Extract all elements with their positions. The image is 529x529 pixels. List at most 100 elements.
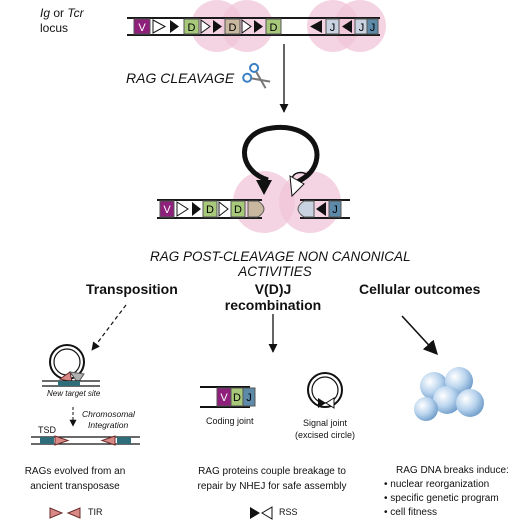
scissors-icon [242,62,271,89]
cellular-caption: RAG DNA breaks induce: • nuclear reorgan… [384,464,509,520]
section-title-line-2: ACTIVITIES [238,264,312,279]
rag-cleavage-label: RAG CLEAVAGE [126,70,235,86]
transposition-caption: RAGs evolved from an ancient transposase [10,464,140,494]
vdj-caption-line-2: repair by NHEJ for safe assembly [197,481,347,492]
j-segment [328,200,342,218]
d-segment-label: D [234,204,242,216]
d-segment-label: D [233,392,241,404]
vdj-heading-line-2: recombination [224,297,322,313]
transposition-caption-line-1: RAGs evolved from an [24,466,126,477]
d-segment-label: D [188,22,196,34]
chromosomal-integration-label: Chromosomal Integration [82,409,135,431]
rss-triangle-icon [218,200,229,218]
tsd-left [40,437,54,444]
rss-legend-icon [250,507,260,519]
j-segment-label: J [246,392,252,404]
signal-joint-line-2: (excised circle) [294,430,355,440]
excised-circle-loop [242,124,320,187]
d-segment-1 [183,18,200,35]
rss-triangle-icon [170,20,179,33]
v-segment-label: V [138,22,146,34]
rss-triangle-icon [316,202,326,216]
j-segment-3 [366,18,379,35]
v-segment-label: V [220,392,228,404]
vdj-caption: RAG proteins couple breakage to repair b… [182,464,362,494]
rss-triangle-icon [254,20,263,33]
tir-triangle-icon [54,435,70,446]
locus-gene-1: Ig [40,6,51,20]
vdj-heading: V(D)J recombination [205,281,341,313]
v-segment [133,18,151,35]
signal-joint-label: Signal joint (excised circle) [283,417,367,441]
j-segment-1 [325,18,340,35]
rss-triangle-icon [192,202,201,216]
chromosomal-label: Chromosomal [82,409,135,419]
rss-triangle-icon [176,201,189,217]
locus-label: Ig or Tcr locus [40,6,84,36]
top-locus: V D D D J J J [127,0,386,52]
v-segment [159,200,175,218]
j-segment-label: J [370,22,376,34]
signal-joint-line-1: Signal joint [302,418,348,428]
rss-legend-icon [261,506,273,520]
tsd-right [117,437,131,444]
cells-icon [414,367,484,421]
d-segment-3 [265,18,282,35]
coding-end-hairpin-icon [297,200,315,218]
d-segment-2 [224,18,241,35]
transposition-diagram [31,344,140,446]
rss-triangle-icon [310,20,322,33]
j-segment-label: J [332,204,338,216]
new-target-site-label: New target site [47,389,101,398]
rss-triangle-icon [241,19,252,34]
d-segment-2 [230,200,246,218]
tir-legend-icon [49,507,64,519]
cellular-heading: Cellular outcomes [359,281,481,297]
d-segment-label: D [229,22,237,34]
tir-triangle-icon [68,371,85,384]
coding-joint-diagram: V D J [200,386,256,408]
tir-legend-icon [66,507,81,519]
tsd-label: TSD [38,425,56,435]
vdj-heading-line-1: V(D)J [254,281,292,297]
d-segment-label: D [270,22,278,34]
signal-joint-diagram [307,372,343,409]
j-segment [242,387,256,407]
cellular-arrow [401,315,438,356]
coding-end-hairpin-icon [247,200,265,218]
rss-triangle-icon [342,20,352,33]
cleaved-locus: V D D J [157,124,350,233]
rss-triangle-icon [213,20,222,33]
tir-triangle-icon [100,435,116,446]
vdj-caption-line-1: RAG proteins couple breakage to [198,466,346,477]
rss-triangle-icon [289,175,305,198]
locus-connector: or [53,6,65,20]
rss-triangle-icon [152,19,167,34]
rss-triangle-icon [325,397,335,409]
rss-triangle-icon [318,398,326,408]
tir-legend-label: TIR [88,507,103,517]
rss-triangle-icon [256,180,272,195]
integration-label: Integration [88,420,129,430]
section-title: RAG POST-CLEAVAGE NON CANONICAL ACTIVITI… [150,249,411,279]
cellular-bullet: • nuclear reorganization [384,479,490,490]
rss-triangle-icon [200,19,211,34]
coding-joint-label: Coding joint [206,416,254,426]
transposition-caption-line-2: ancient transposase [30,481,120,492]
locus-suffix: locus [40,21,69,35]
transposition-arrow [91,304,127,351]
excised-circle [307,372,343,408]
cellular-bullet: • cell fitness [384,507,437,518]
cellular-caption-title: RAG DNA breaks induce: [396,465,509,476]
j-segment-label: J [330,22,336,34]
v-segment-label: V [163,204,171,216]
target-site [58,381,80,386]
j-segment-label: J [359,22,365,34]
d-segment-label: D [206,204,214,216]
section-title-line-1: RAG POST-CLEAVAGE NON CANONICAL [150,249,411,264]
locus-gene-2: Tcr [67,6,84,20]
transposition-heading: Transposition [86,281,178,297]
rss-legend-label: RSS [279,507,298,517]
d-segment-1 [202,200,218,218]
